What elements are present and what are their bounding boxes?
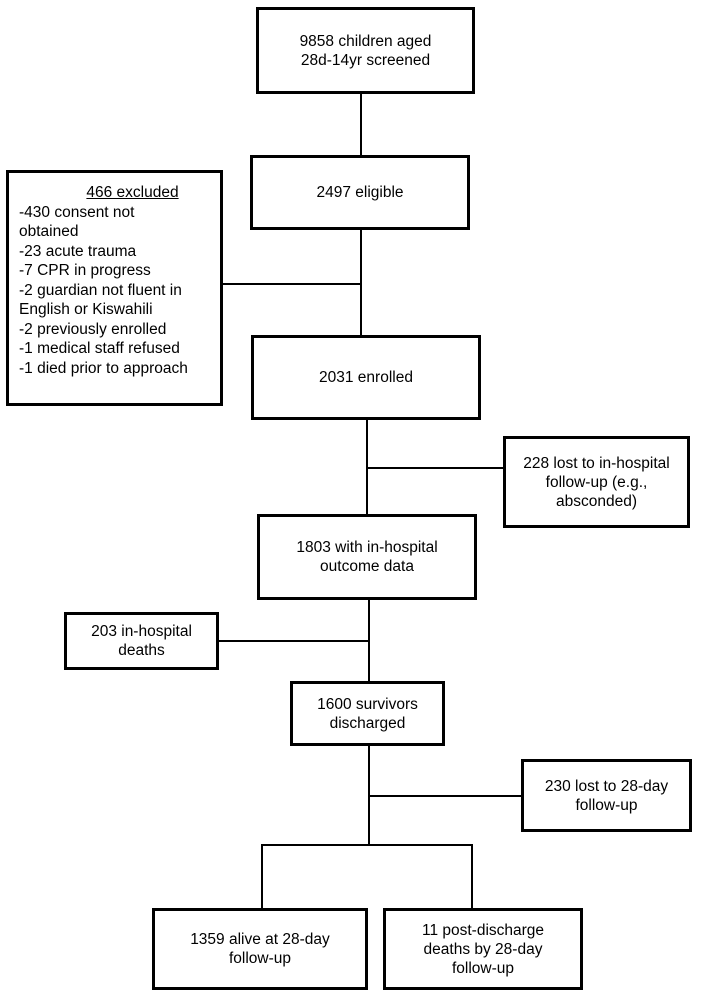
box-outcome-data-line-2: outcome data: [320, 558, 414, 575]
box-lost-inhospital: 228 lost to in-hospital follow-up (e.g.,…: [503, 436, 690, 528]
box-deaths-inhospital-line-2: deaths: [118, 642, 165, 659]
box-lost-28day-line-2: follow-up: [575, 796, 638, 814]
box-lost-inhospital-line-1: 228 lost to in-hospital: [523, 454, 670, 472]
excluded-item: -1 medical staff refused: [19, 340, 180, 357]
box-lost-28day: 230 lost to 28-day follow-up: [521, 759, 692, 832]
box-enrolled: 2031 enrolled: [251, 335, 481, 420]
connector-excluded: [222, 283, 362, 285]
connector-eligible-enrolled: [360, 229, 362, 335]
box-lost-inhospital-line-2: follow-up (e.g.,: [545, 473, 648, 491]
box-deaths-inhospital: 203 in-hospital deaths: [64, 612, 219, 670]
excluded-heading: 466 excluded: [86, 184, 179, 201]
box-survivors-line-2: discharged: [329, 714, 406, 732]
box-outcome-data-line-1: 1803 with in-hospital: [296, 539, 438, 556]
connector-lost-inhospital: [366, 467, 504, 469]
excluded-item: -430 consent not: [19, 203, 135, 221]
connector-split-right: [471, 844, 473, 908]
connector-lost-28day: [368, 795, 522, 797]
box-alive-28day: 1359 alive at 28-day follow-up: [152, 908, 368, 990]
box-deaths-inhospital-line-1: 203 in-hospital: [91, 623, 192, 640]
box-screened-line-2: 28d-14yr screened: [300, 51, 431, 69]
excluded-item: -2 previously enrolled: [19, 320, 167, 338]
box-outcome-data: 1803 with in-hospital outcome data: [257, 514, 477, 600]
box-enrolled-line-1: 2031 enrolled: [319, 369, 413, 386]
box-post-discharge-deaths: 11 post-discharge deaths by 28-day follo…: [383, 908, 583, 990]
box-post-discharge-deaths-line-2: deaths by 28-day: [423, 940, 543, 958]
box-post-discharge-deaths-line-3: follow-up: [451, 959, 515, 977]
box-eligible-line-1: 2497 eligible: [316, 184, 404, 201]
excluded-item: obtained: [19, 223, 79, 240]
box-excluded: 466 excluded -430 consent not obtained -…: [6, 170, 223, 406]
box-lost-inhospital-line-3: absconded): [555, 492, 637, 510]
box-alive-28day-line-1: 1359 alive at 28-day: [190, 931, 330, 948]
connector-split-bar: [261, 844, 473, 846]
connector-split-left: [261, 844, 263, 908]
excluded-item: -2 guardian not fluent in: [19, 281, 182, 299]
excluded-item: English or Kiswahili: [19, 301, 153, 318]
box-survivors: 1600 survivors discharged: [290, 681, 445, 746]
excluded-item: -1 died prior to approach: [19, 359, 188, 377]
excluded-item: -23 acute trauma: [19, 242, 137, 260]
box-screened-line-1: 9858 children aged: [299, 32, 432, 50]
connector-deaths-inhospital: [218, 640, 370, 642]
excluded-item: -7 CPR in progress: [19, 262, 151, 279]
box-screened: 9858 children aged 28d-14yr screened: [256, 7, 475, 94]
box-post-discharge-deaths-line-1: 11 post-discharge: [421, 921, 545, 939]
connector-screened-eligible: [360, 93, 362, 155]
box-alive-28day-line-2: follow-up: [228, 950, 292, 967]
box-lost-28day-line-1: 230 lost to 28-day: [544, 777, 669, 795]
box-survivors-line-1: 1600 survivors: [317, 695, 418, 713]
box-eligible: 2497 eligible: [250, 155, 470, 230]
